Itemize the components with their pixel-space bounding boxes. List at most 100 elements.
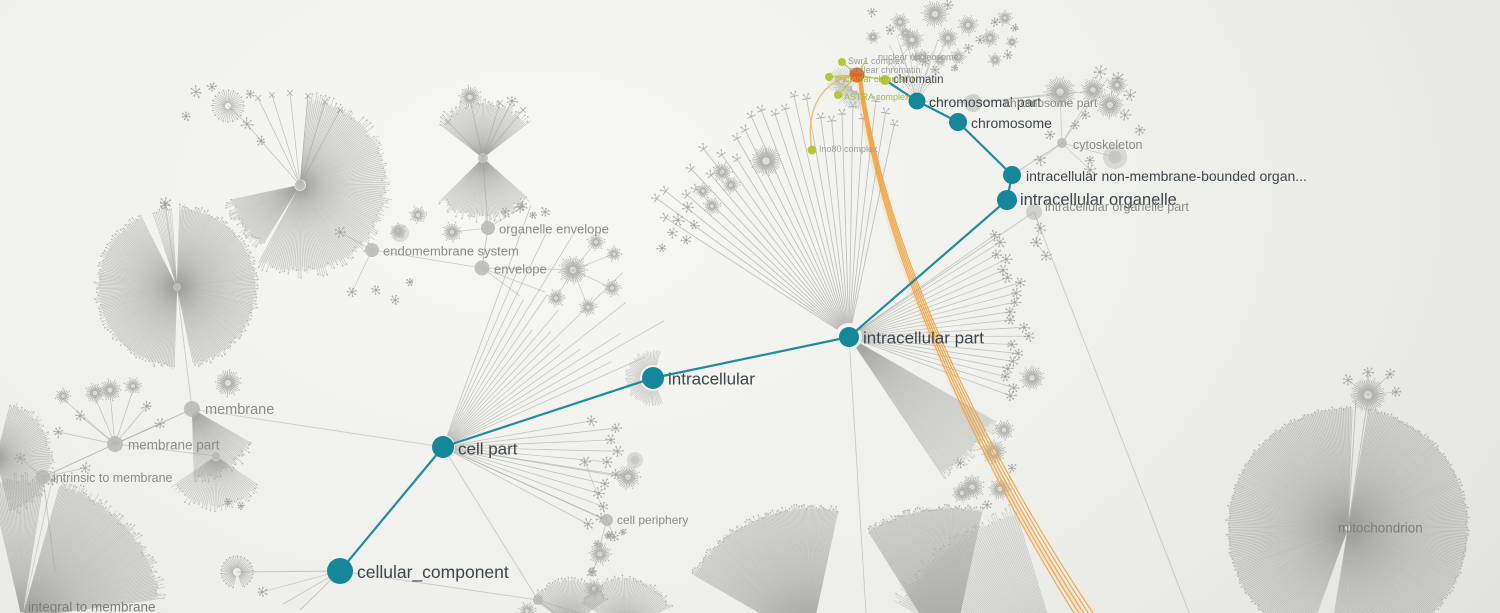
burst-dot bbox=[873, 8, 875, 11]
fan-ray-dot bbox=[1465, 520, 1468, 522]
fan-ray-dot bbox=[439, 123, 442, 126]
fan-ray bbox=[129, 289, 175, 350]
fan-ray-dot bbox=[212, 358, 214, 360]
burst-dot bbox=[181, 112, 184, 115]
fan-ray-dot bbox=[508, 216, 510, 218]
burst-center bbox=[350, 290, 354, 294]
fan-ray bbox=[305, 184, 385, 189]
burst-center bbox=[958, 461, 962, 465]
fan-ray bbox=[0, 457, 56, 463]
burst-dot bbox=[616, 534, 619, 537]
fan-ray bbox=[179, 230, 233, 285]
burst-dot bbox=[992, 25, 995, 27]
burst-dot bbox=[1015, 343, 1018, 346]
fan-ray bbox=[219, 459, 258, 494]
fan-ray-dot bbox=[1427, 436, 1429, 438]
burst-dot bbox=[1094, 76, 1097, 79]
fan-ray bbox=[212, 102, 226, 106]
fan-ray-dot bbox=[248, 255, 250, 257]
fan-ray-dot bbox=[233, 458, 236, 460]
fan-ray bbox=[305, 152, 385, 184]
graph-edge bbox=[299, 101, 326, 186]
fan-ray bbox=[303, 189, 354, 258]
burst-center bbox=[1008, 310, 1012, 314]
fan-ray bbox=[626, 379, 641, 382]
burst-dot bbox=[998, 236, 1001, 239]
fan-ray-dot bbox=[1418, 430, 1421, 433]
burst-dot bbox=[672, 227, 675, 230]
burst-dot bbox=[970, 48, 973, 51]
fan-ray-dot bbox=[368, 232, 370, 234]
burst-dot bbox=[662, 250, 665, 253]
bar-tip bbox=[757, 108, 766, 113]
fan-ray-dot bbox=[769, 511, 772, 514]
fan-ray bbox=[224, 574, 235, 583]
fan-ray bbox=[858, 345, 974, 459]
fan-ray bbox=[938, 549, 995, 613]
fan-ray bbox=[536, 591, 559, 613]
fan-ray bbox=[755, 519, 798, 613]
burst-dot bbox=[689, 236, 692, 239]
fan-ray-dot bbox=[957, 533, 959, 536]
fan-ray bbox=[974, 531, 1023, 613]
fan-ray-dot bbox=[1262, 610, 1264, 612]
fan-ray bbox=[304, 188, 370, 239]
burst-dot bbox=[252, 124, 254, 126]
graph-edge bbox=[289, 92, 301, 186]
fan-ray bbox=[448, 299, 524, 437]
burst-dot bbox=[937, 68, 939, 70]
fan-ray bbox=[0, 449, 51, 458]
burst-dot bbox=[237, 504, 240, 507]
fan-ray-dot bbox=[1279, 429, 1281, 432]
fan-ray bbox=[180, 272, 257, 287]
burst-dot bbox=[160, 205, 162, 208]
fan-ray bbox=[626, 576, 631, 613]
fan-ray-dot bbox=[1226, 533, 1228, 536]
fan-ray bbox=[719, 540, 785, 613]
burst-dot bbox=[257, 591, 260, 593]
fan-ray bbox=[609, 580, 621, 613]
fan-ray bbox=[700, 567, 768, 613]
fan-ray bbox=[645, 353, 650, 366]
fan-ray-dot bbox=[6, 479, 8, 481]
fan-ray bbox=[94, 281, 174, 288]
x-tip bbox=[321, 98, 329, 106]
fan-ray-dot bbox=[184, 494, 186, 496]
fan-ray bbox=[304, 128, 367, 182]
fan-ray bbox=[28, 532, 135, 613]
burst-center bbox=[1048, 133, 1052, 137]
burst-dot bbox=[1049, 137, 1052, 140]
fan-ray bbox=[886, 521, 929, 613]
fan-ray-dot bbox=[99, 278, 101, 281]
burst-dot bbox=[1006, 268, 1009, 271]
fan-ray-dot bbox=[27, 411, 30, 413]
fan-ray-dot bbox=[613, 575, 616, 578]
fan-ray bbox=[724, 533, 788, 613]
fan-ray bbox=[727, 535, 788, 613]
fan-ray bbox=[771, 514, 802, 613]
burst-center bbox=[1008, 318, 1012, 322]
burst-dot bbox=[1135, 127, 1138, 130]
fan-ray bbox=[940, 508, 948, 613]
fan-ray-dot bbox=[991, 521, 993, 524]
fan-ray bbox=[859, 344, 988, 435]
fan-ray bbox=[454, 450, 604, 507]
fan-ray bbox=[301, 190, 333, 269]
fan-ray bbox=[859, 344, 987, 436]
burst-dot bbox=[613, 477, 616, 480]
fan-ray-dot bbox=[948, 474, 950, 476]
burst-dot bbox=[663, 245, 666, 248]
fan-ray bbox=[239, 561, 250, 570]
fan-ray-dot bbox=[691, 571, 694, 574]
burst-dot bbox=[1028, 327, 1031, 329]
fan-ray bbox=[890, 521, 930, 613]
burst-dot bbox=[1129, 89, 1132, 91]
fan-ray bbox=[249, 188, 296, 230]
burst-dot bbox=[690, 224, 692, 227]
fan-ray bbox=[882, 522, 927, 613]
fan-ray-dot bbox=[979, 506, 982, 509]
fan-ray bbox=[836, 82, 853, 88]
fan-ray bbox=[448, 230, 576, 438]
fan-ray bbox=[22, 473, 44, 613]
